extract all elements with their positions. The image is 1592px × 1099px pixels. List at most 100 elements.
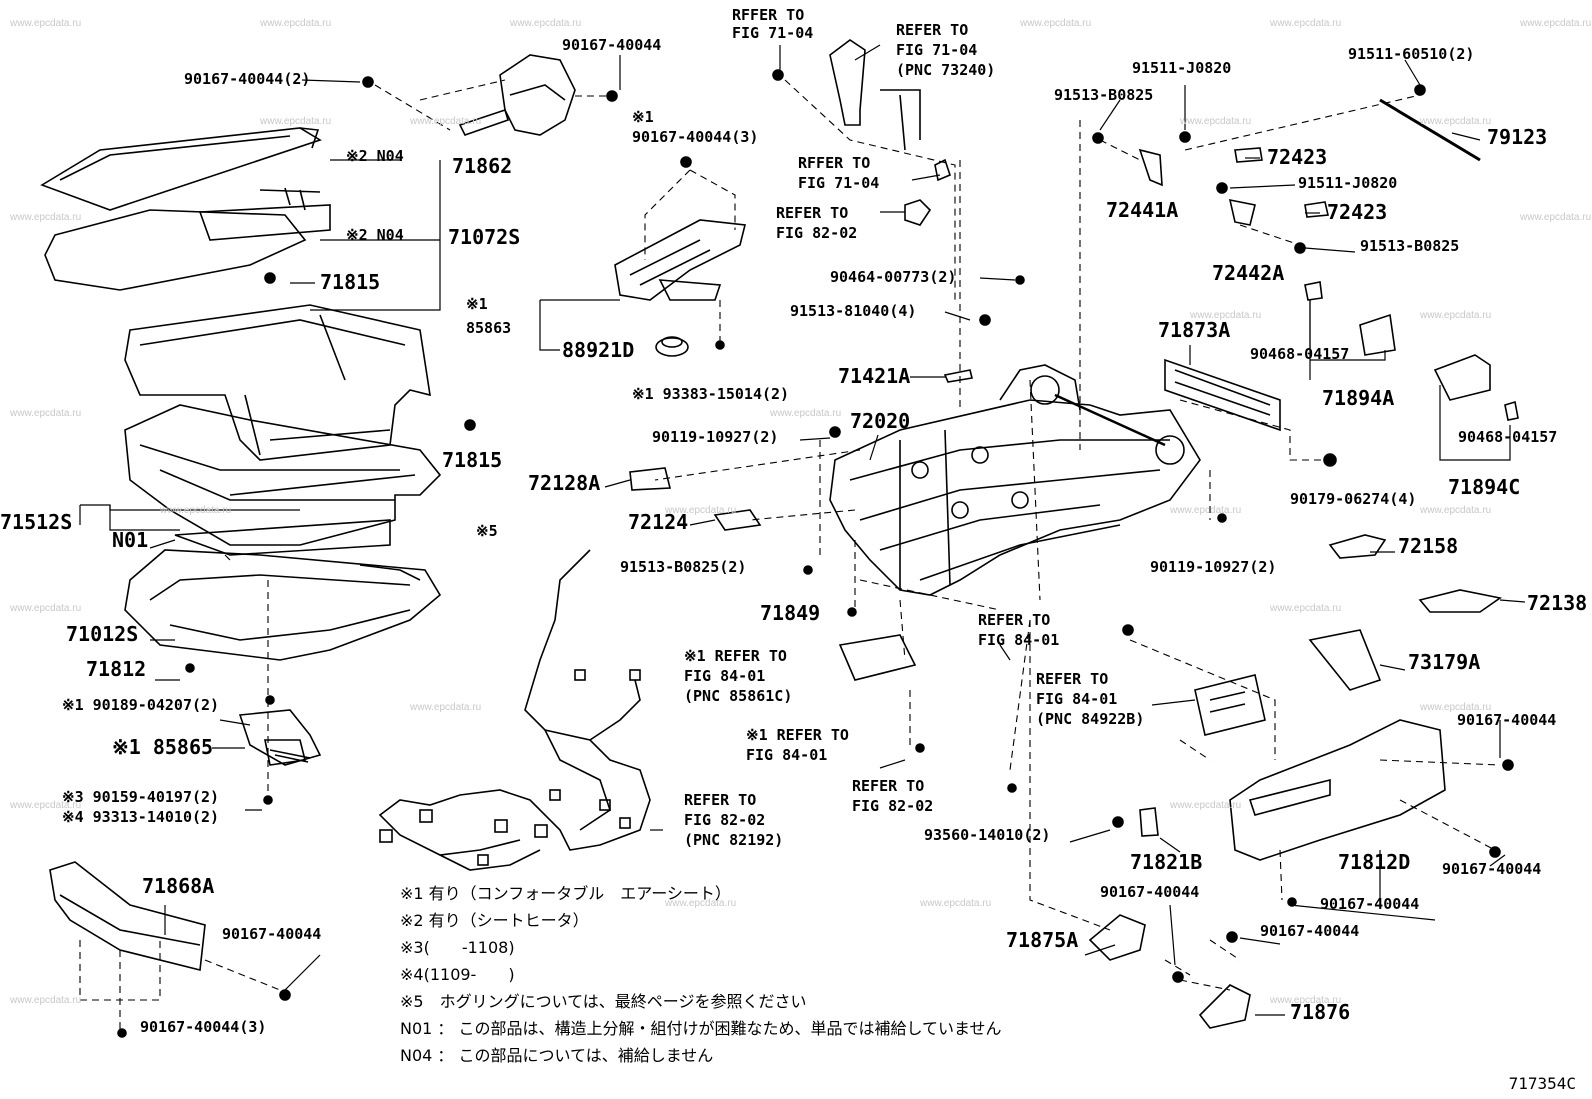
reference-label[interactable]: REFER TO FIG 71-04 (PNC 73240) [896,21,996,79]
reference-label[interactable]: REFER TO FIG 84-01 [978,611,1060,649]
part-number-label[interactable]: 88921D [562,338,635,362]
watermark: www.epcdata.ru [10,18,82,29]
part-number-label[interactable]: 90167-40044 [1100,883,1200,901]
part-number-label[interactable]: ※1 85865 [112,735,214,759]
part-number-label[interactable]: 90167-40044 [1442,860,1542,878]
part-number-label[interactable]: 90179-06274(4) [1290,490,1417,508]
watermark: www.epcdata.ru [1020,18,1092,29]
spring-71421a [943,369,973,383]
part-number-label[interactable]: 91513-81040(4) [790,302,917,320]
part-number-label[interactable]: 72020 [850,409,911,433]
part-number-label[interactable]: 79123 [1487,125,1548,149]
part-number-label[interactable]: 90167-40044(2) [184,70,311,88]
part-number-label[interactable]: 71894A [1322,386,1395,410]
recliner-clip [904,158,951,226]
reference-label[interactable]: ※1 REFER TO FIG 84-01 [746,726,849,764]
part-number-label[interactable]: ※1 90167-40044(3) [632,108,759,146]
part-number-label[interactable]: 71868A [142,874,215,898]
seat-heater-pad [44,209,307,291]
watermark: www.epcdata.ru [10,212,82,223]
part-number-label[interactable]: 71072S [448,225,521,249]
part-number-label[interactable]: 90167-40044 [1320,895,1420,913]
reference-label[interactable]: REFER TO FIG 82-02 [852,777,934,815]
part-number-label[interactable]: 91511-60510(2) [1348,45,1475,63]
reference-label[interactable]: RFFER TO FIG 71-04 [798,154,880,192]
part-number-label[interactable]: N01 [112,528,149,552]
switch-cover-73179a [1308,629,1382,691]
seat-rail-71873a [1164,358,1281,432]
watermark: www.epcdata.ru [1270,18,1342,29]
part-number-label[interactable]: 71894C [1448,475,1521,499]
watermark: www.epcdata.ru [260,116,332,127]
part-number-label[interactable]: 71876 [1290,1000,1351,1024]
part-number-label[interactable]: ※1 90189-04207(2) [62,696,220,714]
footnote: N04 ： この部品については、補給しません [400,1046,714,1065]
footnote: ※4(1109- ) [400,965,515,984]
watermark: www.epcdata.ru [1170,800,1242,811]
watermark: www.epcdata.ru [260,18,332,29]
part-number-label[interactable]: 91513-B0825 [1054,86,1154,104]
part-number-label[interactable]: 71421A [838,364,911,388]
bracket-71894c [1433,354,1519,421]
part-number-label[interactable]: ※1 93383-15014(2) [632,385,790,403]
reference-label[interactable]: ※1 REFER TO FIG 84-01 (PNC 85861C) [684,647,793,705]
watermark: www.epcdata.ru [10,603,82,614]
part-number-label[interactable]: 71873A [1158,318,1231,342]
part-number-label[interactable]: 90167-40044 [1457,711,1557,729]
part-number-label[interactable]: 71815 [442,448,503,472]
part-number-label[interactable]: ※2 N04 [346,226,404,244]
part-number-label[interactable]: ※3 90159-40197(2) ※4 93313-14010(2) [62,788,220,826]
part-number-label[interactable]: 93560-14010(2) [924,826,1051,844]
part-number-label[interactable]: 91511-J0820 [1132,59,1232,77]
part-number-label[interactable]: 72128A [528,471,601,495]
part-number-label[interactable]: 90167-40044(3) [140,1018,267,1036]
part-number-label[interactable]: ※5 [476,522,498,540]
part-number-label[interactable]: 90119-10927(2) [652,428,779,446]
part-number-label[interactable]: 90468-04157 [1250,345,1350,363]
watermark: www.epcdata.ru [10,800,82,811]
part-number-label[interactable]: 90167-40044 [562,36,662,54]
part-number-label[interactable]: 90167-40044 [222,925,322,943]
reference-label[interactable]: REFER TO FIG 82-02 [776,204,858,242]
part-number-label[interactable]: 71875A [1006,928,1079,952]
part-number-label[interactable]: 90167-40044 [1260,922,1360,940]
part-number-label[interactable]: 91511-J0820 [1298,174,1398,192]
part-number-label[interactable]: 71821B [1130,850,1203,874]
part-number-label[interactable]: 72124 [628,510,689,534]
part-number-label[interactable]: 90468-04157 [1458,428,1558,446]
watermark: www.epcdata.ru [1270,603,1342,614]
part-number-label[interactable]: 71812 [86,657,147,681]
grommet-88921d [655,336,689,357]
part-number-label[interactable]: 72158 [1398,534,1459,558]
reference-label[interactable]: REFER TO FIG 84-01 (PNC 84922B) [1036,670,1145,728]
front-cover-71868a [49,861,206,971]
side-airbag-bracket-71862 [458,54,576,136]
watermark: www.epcdata.ru [665,898,737,909]
part-number-label[interactable]: 90464-00773(2) [830,268,957,286]
seat-cushion-cover [124,304,431,461]
part-number-label[interactable]: 71012S [66,622,139,646]
part-number-label[interactable]: 72423 [1267,145,1328,169]
part-number-label[interactable]: 90119-10927(2) [1150,558,1277,576]
clip-72158 [1328,534,1387,559]
part-number-label[interactable]: 71815 [320,270,381,294]
part-number-label[interactable]: 72442A [1212,261,1285,285]
fasteners [117,69,1514,1038]
part-number-label[interactable]: 71849 [760,601,821,625]
reference-label[interactable]: REFER TO FIG 82-02 (PNC 82192) [684,791,784,849]
seat-wire-harness [378,549,651,871]
part-number-label[interactable]: 73179A [1408,650,1481,674]
part-number-label[interactable]: 72423 [1327,200,1388,224]
part-number-label[interactable]: ※2 N04 [346,147,404,165]
part-number-label[interactable]: 71812D [1338,850,1411,874]
part-number-label[interactable]: 91513-B0825(2) [620,558,747,576]
reference-label[interactable]: RFFER TO FIG 71-04 [732,6,814,42]
watermark: www.epcdata.ru [1520,212,1592,223]
leader-lines [79,44,1526,1016]
part-number-label[interactable]: ※1 85863 [466,295,512,337]
part-number-label[interactable]: 91513-B0825 [1360,237,1460,255]
part-number-label[interactable]: 71512S [0,510,73,534]
part-number-label[interactable]: 72138 [1527,591,1588,615]
part-number-label[interactable]: 71862 [452,154,513,178]
part-number-label[interactable]: 72441A [1106,198,1179,222]
